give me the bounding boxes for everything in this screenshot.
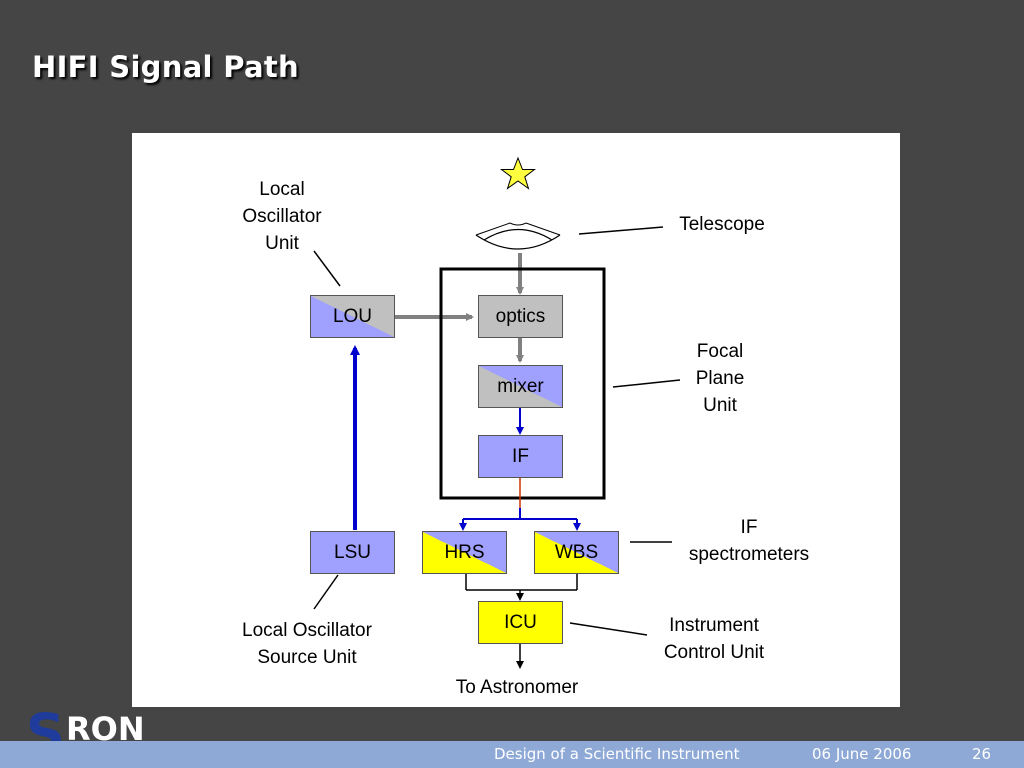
output-label: To Astronomer <box>455 677 579 698</box>
optics-block-label: optics <box>495 305 546 327</box>
telescope-label: Telescope <box>679 214 765 235</box>
footer-page-number: 26 <box>972 745 992 763</box>
lou-block-label: LOU <box>332 305 373 327</box>
focal-plane-frame <box>439 267 606 500</box>
mixer-block-label: mixer <box>497 375 544 397</box>
footer-date: 06 June 2006 <box>812 745 912 763</box>
wbs-block-label: WBS <box>554 541 599 563</box>
if-block-label: IF <box>512 445 529 467</box>
icu-block-label: ICU <box>504 611 537 633</box>
footer-bar: Design of a Scientific Instrument 06 Jun… <box>0 741 1024 768</box>
lou-callout-label: Local Oscillator Unit <box>242 179 322 254</box>
if-block: IF <box>478 435 563 478</box>
diagram-connectors <box>313 156 681 669</box>
lsu-callout-label: Local Oscillator Source Unit <box>242 620 372 668</box>
telescope-dish <box>475 229 561 250</box>
hrs-block-label: HRS <box>444 541 485 563</box>
icu-block: ICU <box>478 601 563 644</box>
lsu-block-label: LSU <box>334 541 371 563</box>
star-icon <box>500 156 536 190</box>
lsu-block: LSU <box>310 531 395 574</box>
slide-title: HIFI Signal Path <box>32 50 299 84</box>
hrs-block: HRS <box>422 531 507 574</box>
optics-block: optics <box>478 295 563 338</box>
fpu-callout-label: Focal Plane Unit <box>695 341 745 416</box>
if-spectrometers-label: IF spectrometers <box>688 517 810 565</box>
diagram-panel: LOU optics mixer IF LSU HRS WBS ICU Loca… <box>132 133 900 707</box>
icu-callout-label: Instrument Control Unit <box>663 615 765 663</box>
wbs-block: WBS <box>534 531 619 574</box>
footer-title: Design of a Scientific Instrument <box>494 745 740 763</box>
lou-block: LOU <box>310 295 395 338</box>
mixer-block: mixer <box>478 365 563 408</box>
